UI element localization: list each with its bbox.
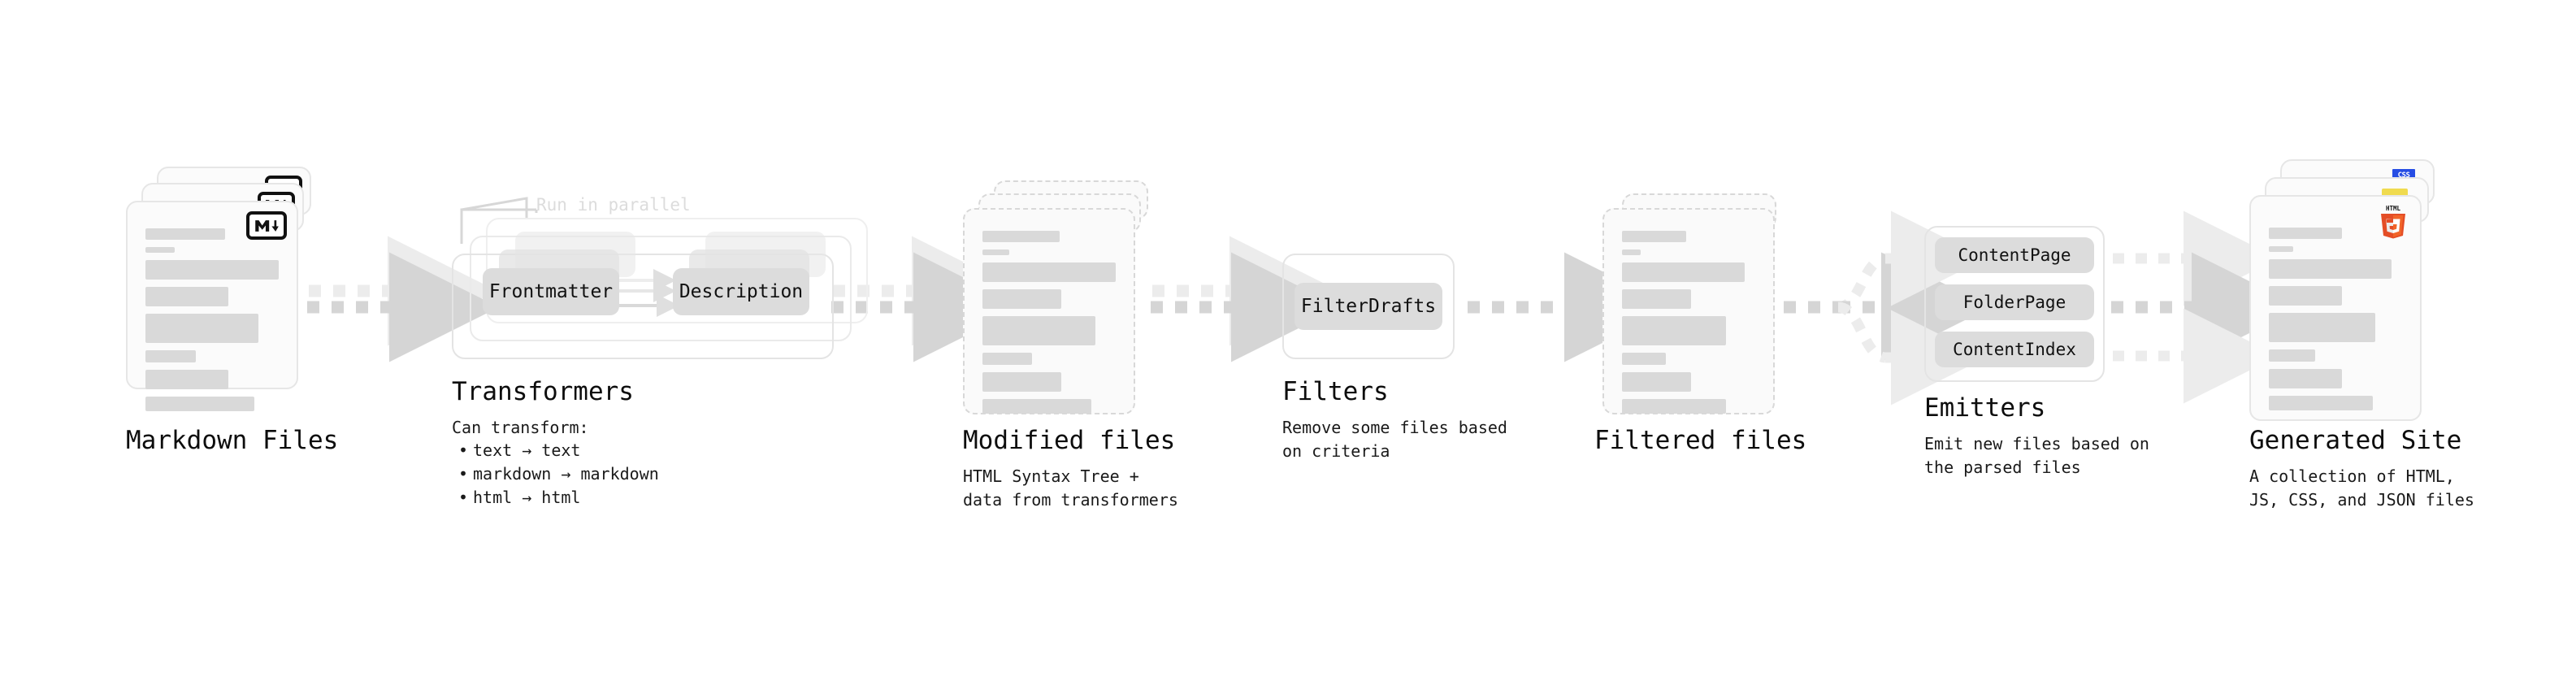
plugin-pill-description[interactable]: Description — [673, 268, 809, 315]
plugin-pill-folderpage[interactable]: FolderPage — [1935, 284, 2094, 320]
skeleton-bar — [1622, 249, 1641, 255]
skeleton-bar — [1622, 262, 1745, 282]
skeleton-bar — [145, 350, 197, 362]
plugin-pill-filterdrafts[interactable]: FilterDrafts — [1295, 283, 1442, 330]
skeleton-bar — [2269, 228, 2343, 239]
skeleton-bar — [2269, 286, 2343, 306]
skeleton-bar — [145, 314, 259, 343]
skeleton-bar — [982, 372, 1061, 392]
file-skeleton-bars — [2269, 228, 2402, 418]
skeleton-bar — [982, 249, 1009, 255]
transformers-bullet-item: html → html — [458, 486, 659, 510]
stage-title-filters: Filters — [1282, 377, 1389, 406]
plugin-pill-frontmatter[interactable]: Frontmatter — [483, 268, 619, 315]
stage-title-generated-site: Generated Site — [2249, 426, 2462, 455]
skeleton-bar — [1622, 372, 1692, 392]
site-file-card-html: HTML — [2249, 195, 2422, 421]
run-in-parallel-label: Run in parallel — [536, 195, 691, 215]
skeleton-bar — [982, 399, 1092, 414]
file-skeleton-bars — [1622, 231, 1755, 421]
skeleton-bar — [982, 262, 1116, 282]
css-icon: CSS — [2392, 169, 2415, 180]
filters-group-box — [1282, 254, 1455, 359]
skeleton-bar — [2269, 313, 2376, 342]
transformers-group-mid — [470, 236, 852, 341]
transformers-bullet-item: markdown → markdown — [458, 462, 659, 486]
generated-site-desc: A collection of HTML, JS, CSS, and JSON … — [2249, 466, 2474, 510]
css-icon-label: CSS — [2397, 171, 2410, 180]
stage-title-emitters: Emitters — [1924, 393, 2046, 423]
skeleton-bar — [1622, 289, 1692, 309]
plugin-pill-contentpage[interactable]: ContentPage — [1935, 237, 2094, 273]
emitters-group-box — [1924, 226, 2105, 382]
markdown-file-card-front — [126, 201, 298, 411]
stage-title-modified-files: Modified files — [963, 426, 1176, 455]
modified-file-card-front — [963, 208, 1135, 414]
svg-text:HTML: HTML — [2386, 205, 2401, 212]
stage-title-transformers: Transformers — [452, 377, 634, 406]
arrow-filtered-to-emitters-fanout — [1784, 210, 1991, 406]
file-skeleton-bars — [145, 228, 279, 419]
skeleton-bar — [145, 228, 226, 240]
arrow-modified-to-filters — [1151, 236, 1341, 362]
skeleton-bar — [2269, 396, 2373, 410]
plugin-pill-contentindex[interactable]: ContentIndex — [1935, 332, 2094, 367]
skeleton-bar — [145, 370, 228, 389]
stage-title-markdown-files: Markdown Files — [126, 426, 339, 455]
skeleton-bar — [145, 287, 228, 306]
skeleton-bar — [2269, 349, 2316, 362]
skeleton-bar — [1622, 316, 1726, 345]
arrow-emitters-to-site — [2111, 210, 2301, 404]
emitters-desc: Emit new files based on the parsed files — [1924, 434, 2149, 477]
skeleton-bar — [145, 397, 255, 411]
markdown-icon — [246, 211, 287, 240]
transformers-group-front — [452, 254, 834, 359]
skeleton-bar — [145, 247, 176, 253]
transformers-desc: Can transform: — [452, 418, 589, 437]
skeleton-bar — [2269, 369, 2343, 388]
skeleton-bar — [1622, 399, 1726, 414]
skeleton-bar — [2269, 259, 2392, 279]
arrow-markdown-to-transformers — [307, 236, 499, 362]
skeleton-bar — [1622, 231, 1686, 242]
filtered-file-card-front — [1602, 208, 1775, 414]
skeleton-bar — [145, 260, 279, 280]
transformers-bullet-list: text → text markdown → markdown html → h… — [458, 439, 659, 510]
skeleton-bar — [982, 353, 1032, 365]
file-skeleton-bars — [982, 231, 1116, 421]
filters-desc: Remove some files based on criteria — [1282, 418, 1507, 461]
skeleton-bar — [982, 231, 1060, 242]
modified-files-desc: HTML Syntax Tree + data from transformer… — [963, 466, 1178, 510]
html5-icon: HTML — [2378, 203, 2409, 239]
stage-title-filtered-files: Filtered files — [1594, 426, 1807, 455]
skeleton-bar — [1622, 353, 1667, 365]
skeleton-bar — [982, 289, 1061, 309]
skeleton-bar — [982, 316, 1096, 345]
skeleton-bar — [2269, 246, 2293, 252]
transformers-bullet-item: text → text — [458, 439, 659, 462]
